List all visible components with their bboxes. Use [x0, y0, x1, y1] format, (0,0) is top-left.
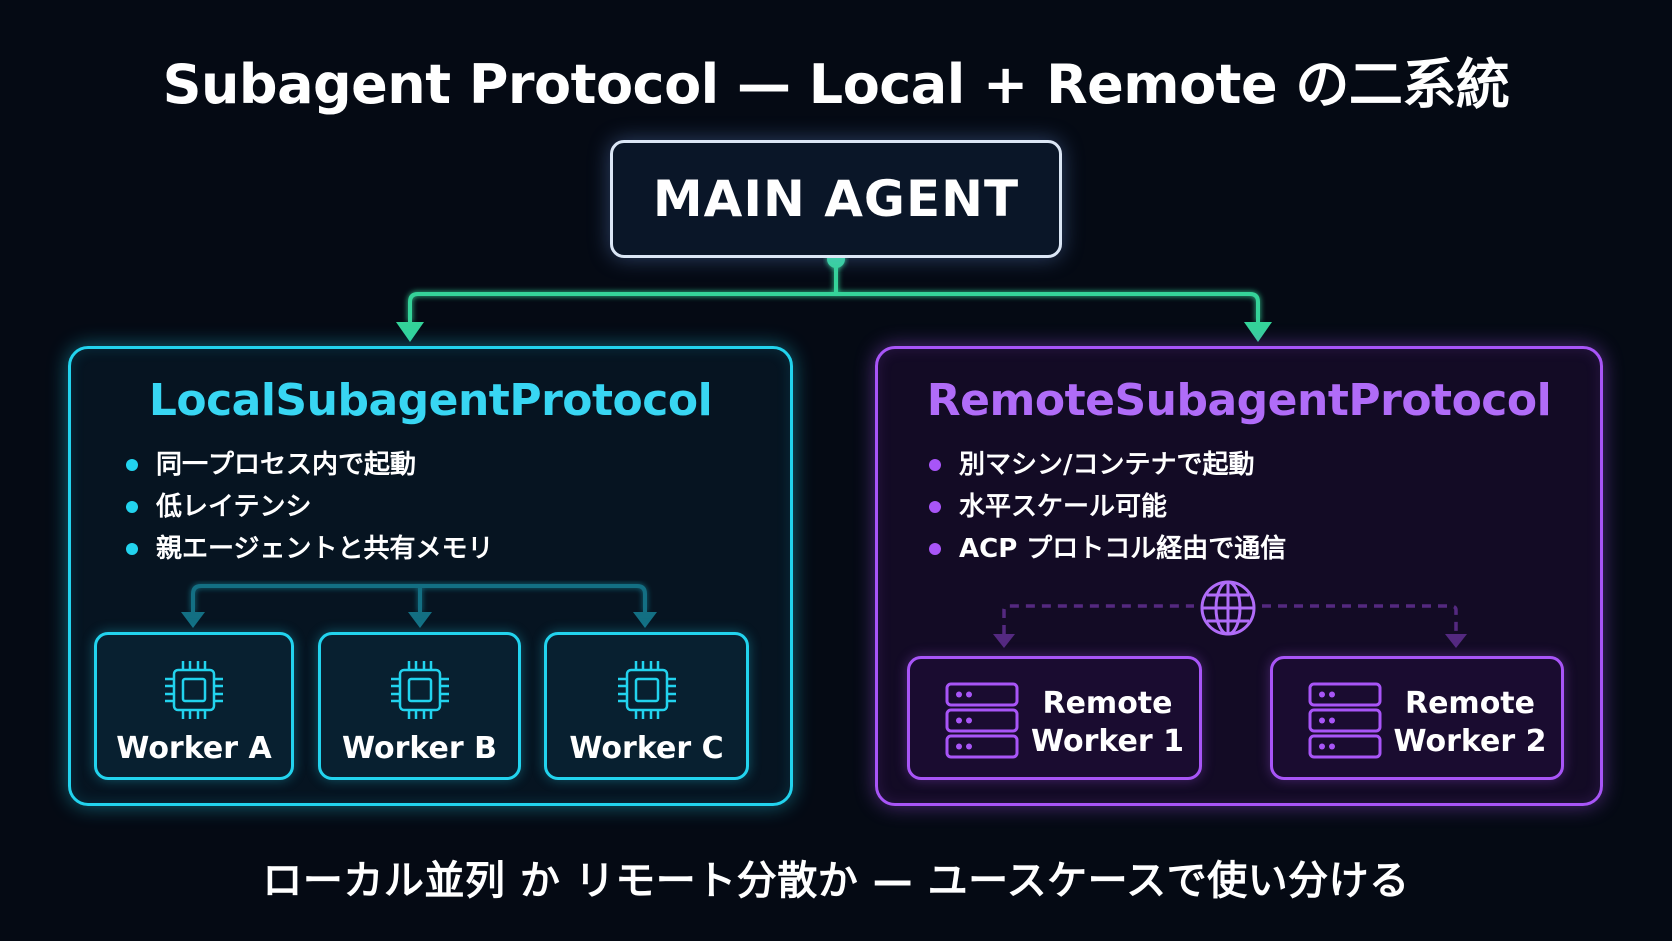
worker-c-box: Worker C [544, 632, 749, 780]
local-feature-item: 親エージェントと共有メモリ [126, 528, 493, 570]
globe-icon [1200, 580, 1256, 636]
remote-feature-text: 水平スケール可能 [959, 492, 1168, 522]
bullet-dot [929, 459, 941, 471]
main-agent-box: MAIN AGENT [610, 140, 1062, 258]
worker-b-box: Worker B [318, 632, 521, 780]
remote-feature-item: 水平スケール可能 [929, 486, 1286, 528]
worker-c-label: Worker C [569, 731, 724, 766]
arrowhead-remote [1244, 322, 1272, 342]
remote-worker-1-label-line1: Remote [1042, 686, 1173, 721]
remote-feature-text: 別マシン/コンテナで起動 [959, 450, 1255, 480]
remote-worker-1-box: Remote Worker 1 [907, 656, 1202, 780]
bullet-dot [929, 543, 941, 555]
bullet-dot [929, 501, 941, 513]
remote-feature-item: 別マシン/コンテナで起動 [929, 444, 1286, 486]
bullet-dot [126, 459, 138, 471]
cpu-chip-icon [165, 661, 223, 719]
arrowhead-local [396, 322, 424, 342]
bullet-dot [126, 501, 138, 513]
remote-worker-2-label-line1: Remote [1404, 686, 1535, 721]
main-to-protocols-connector [408, 259, 1260, 322]
remote-feature-text: ACP プロトコル経由で通信 [959, 534, 1287, 564]
footer-caption: ローカル並列 か リモート分散か — ユースケースで使い分ける [262, 858, 1410, 904]
local-feature-text: 同一プロセス内で起動 [156, 450, 417, 480]
cpu-chip-icon [390, 661, 449, 719]
local-feature-item: 低レイテンシ [126, 486, 493, 528]
local-feature-text: 低レイテンシ [156, 492, 312, 522]
remote-worker-2-box: Remote Worker 2 [1270, 656, 1564, 780]
remote-feature-item: ACP プロトコル経由で通信 [929, 528, 1286, 570]
remote-feature-list: 別マシン/コンテナで起動 水平スケール可能 ACP プロトコル経由で通信 [929, 444, 1286, 570]
local-protocol-title: LocalSubagentProtocol [148, 375, 713, 426]
remote-worker-1-label: Remote Worker 1 [1030, 685, 1185, 761]
worker-a-box: Worker A [94, 632, 294, 780]
remote-worker-1-label-line2: Worker 1 [1030, 724, 1185, 759]
remote-worker-2-label-line2: Worker 2 [1393, 724, 1547, 759]
bullet-dot [126, 543, 138, 555]
server-rack-icon [1308, 682, 1382, 759]
server-rack-icon [945, 682, 1019, 759]
remote-protocol-title: RemoteSubagentProtocol [926, 375, 1552, 426]
local-feature-text: 親エージェントと共有メモリ [156, 534, 494, 564]
page-title: Subagent Protocol — Local + Remote の二系統 [162, 53, 1510, 116]
cpu-chip-icon [617, 661, 676, 719]
worker-a-label: Worker A [116, 731, 272, 766]
main-agent-label: MAIN AGENT [652, 170, 1020, 228]
local-feature-list: 同一プロセス内で起動 低レイテンシ 親エージェントと共有メモリ [126, 444, 493, 570]
remote-worker-2-label: Remote Worker 2 [1393, 685, 1547, 761]
local-feature-item: 同一プロセス内で起動 [126, 444, 493, 486]
worker-b-label: Worker B [341, 731, 498, 766]
